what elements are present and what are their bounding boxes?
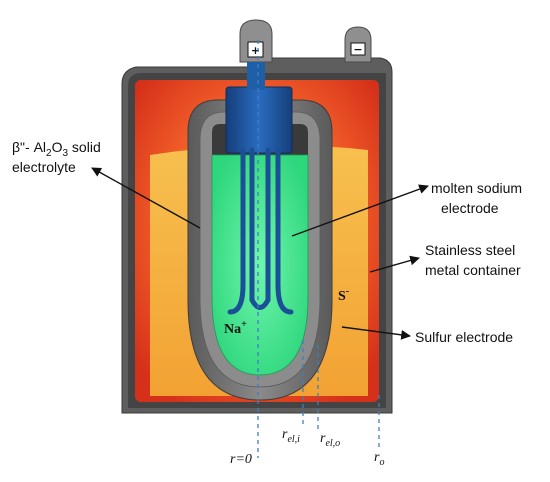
r0-label: r=0: [230, 452, 252, 467]
sulfur-arrow: [341, 326, 411, 340]
sodium-ion-label: Na+: [224, 319, 247, 337]
sodium-arrow: [291, 184, 429, 237]
electrolyte-label-line1: β"- Al2O3 solid: [12, 139, 101, 159]
sodium-label-line2: electrode: [441, 200, 499, 216]
positive-terminal-symbol: +: [251, 44, 260, 57]
current-collector-cap: [225, 86, 293, 154]
electrolyte-arrow: [91, 167, 201, 229]
current-collector-tube: [227, 147, 246, 315]
sulfur-label: Sulfur electrode: [415, 329, 513, 345]
positive-terminal-box: [247, 41, 264, 58]
negative-terminal-box: [350, 42, 366, 56]
sulfur-ion-label: S-: [338, 286, 349, 304]
r-eli-label: rel,i: [282, 427, 300, 445]
electrolyte-label-line2: electrolyte: [12, 159, 76, 175]
negative-terminal: −: [344, 26, 372, 63]
container-label-line1: Stainless steel: [425, 242, 515, 258]
r-elo-label: rel,o: [320, 431, 340, 449]
container-arrow: [369, 255, 420, 273]
negative-terminal-symbol: −: [353, 43, 362, 56]
ro-label: ro: [374, 450, 384, 468]
container-label-line2: metal container: [425, 262, 521, 278]
positive-terminal: +: [239, 19, 273, 90]
sodium-label-line1: molten sodium: [431, 180, 522, 196]
molten-sodium-region: [211, 154, 309, 376]
